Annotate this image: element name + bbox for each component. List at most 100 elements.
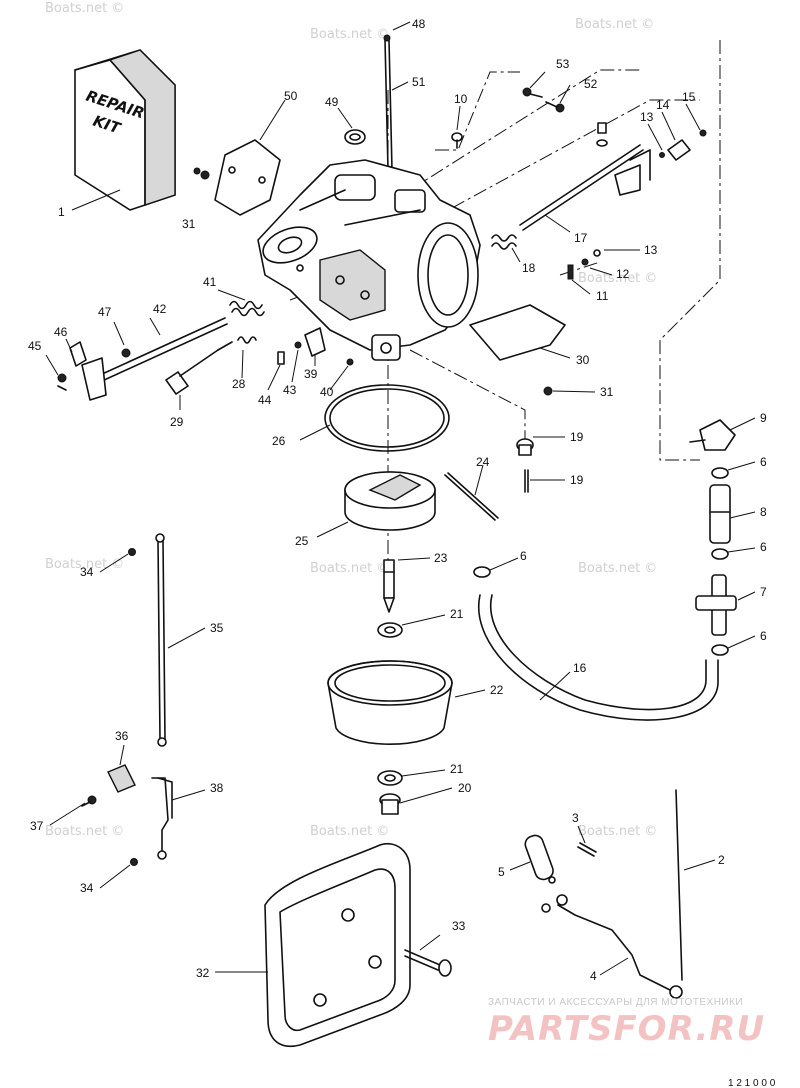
callout-43: 43 — [283, 383, 297, 397]
brand-name: PARTSFOR.RU — [488, 1009, 765, 1049]
part-16-hose — [477, 594, 719, 721]
part-26-gasket — [324, 384, 450, 452]
assembly-line — [409, 69, 640, 191]
callout-42: 42 — [153, 302, 167, 316]
callout-51: 51 — [412, 75, 426, 89]
watermark: Boats.net © — [310, 27, 389, 42]
part-28-spring — [237, 336, 257, 344]
top-screw — [596, 122, 608, 147]
part-31-screw-right — [543, 386, 553, 396]
part-41-spring — [229, 300, 265, 317]
callout-16: 16 — [573, 661, 587, 675]
carburetor-body — [257, 159, 481, 361]
part-31-screw — [193, 167, 210, 180]
callout-38: 38 — [210, 781, 224, 795]
callout-26: 26 — [272, 434, 286, 448]
watermark: Boats.net © — [578, 824, 657, 839]
callout-49: 49 — [325, 95, 339, 109]
callout-6: 6 — [520, 549, 527, 563]
callout-37: 37 — [30, 819, 44, 833]
brand-tagline: ЗАПЧАСТИ И АКСЕССУАРЫ ДЛЯ МОТОТЕХНИКИ — [488, 997, 743, 1008]
callout-53: 53 — [556, 57, 570, 71]
assembly-line — [429, 99, 700, 221]
callout-48: 48 — [412, 17, 426, 31]
callout-28: 28 — [232, 377, 246, 391]
watermark: Boats.net © — [45, 1, 124, 16]
part-7-tee — [695, 574, 737, 636]
callout-8: 8 — [760, 505, 767, 519]
part-10-screw — [451, 132, 463, 149]
part-37-screw — [81, 795, 97, 807]
callout-15: 15 — [682, 90, 696, 104]
part-8-filter — [709, 484, 731, 544]
part-12-washer — [567, 249, 601, 280]
callout-34: 34 — [80, 565, 94, 579]
callout-6: 6 — [760, 629, 767, 643]
part-25-float — [344, 471, 436, 531]
part-33-screw — [404, 949, 452, 977]
part-2-wire — [675, 789, 683, 981]
part-30-plate — [469, 304, 566, 361]
callout-9: 9 — [760, 411, 767, 425]
part-18-spring — [491, 234, 517, 250]
callout-7: 7 — [760, 585, 767, 599]
assembly-line — [559, 261, 601, 276]
part-21-washer — [377, 622, 403, 786]
part-35-rod — [155, 533, 167, 747]
callout-36: 36 — [115, 729, 129, 743]
part-38-bracket — [151, 777, 173, 860]
part-23-needle — [383, 559, 395, 613]
callout-30: 30 — [576, 353, 590, 367]
callout-6: 6 — [760, 455, 767, 469]
part-6-clamp — [473, 467, 729, 656]
callout-32: 32 — [196, 966, 210, 980]
callout-50: 50 — [284, 89, 298, 103]
part-51-pin — [383, 34, 393, 171]
part-20-screw — [379, 793, 401, 815]
part-24-pin — [444, 472, 499, 521]
callout-19: 19 — [570, 473, 584, 487]
callout-47: 47 — [98, 305, 112, 319]
callout-17: 17 — [574, 231, 588, 245]
callout-44: 44 — [258, 393, 272, 407]
callout-11: 11 — [596, 289, 609, 303]
callout-labels: 1 2 3 4 5 6 6 6 6 7 8 9 10 11 12 13 13 1… — [28, 17, 767, 983]
callout-10: 10 — [454, 92, 468, 106]
callout-31: 31 — [600, 385, 614, 399]
callout-24: 24 — [476, 455, 490, 469]
callout-4: 4 — [590, 969, 597, 983]
watermark: Boats.net © — [310, 824, 389, 839]
part-42-rod — [81, 317, 228, 401]
callout-29: 29 — [170, 415, 184, 429]
part-36-block — [107, 764, 136, 793]
part-5-knob — [524, 834, 556, 884]
part-52-screw — [545, 101, 565, 113]
callout-39: 39 — [304, 367, 318, 381]
part-32-cover — [264, 843, 411, 1047]
callout-20: 20 — [458, 781, 472, 795]
callout-22: 22 — [490, 683, 504, 697]
watermark: Boats.net © — [310, 561, 389, 576]
watermark: Boats.net © — [578, 271, 657, 286]
callout-12: 12 — [616, 267, 630, 281]
assembly-line — [435, 71, 520, 151]
watermark: Boats.net © — [45, 824, 124, 839]
callout-31: 31 — [182, 217, 196, 231]
watermark: Boats.net © — [578, 561, 657, 576]
part-49-ring — [344, 129, 366, 145]
repair-kit-box: REPAIR KIT — [74, 49, 176, 211]
callout-33: 33 — [452, 919, 466, 933]
brand-watermark: ЗАПЧАСТИ И АКСЕССУАРЫ ДЛЯ МОТОТЕХНИКИ PA… — [488, 997, 765, 1049]
callout-19: 19 — [570, 430, 584, 444]
part-34-clip — [128, 548, 138, 866]
watermark: Boats.net © — [575, 17, 654, 32]
part-46-screw — [57, 341, 131, 391]
part-22-bowl — [327, 660, 453, 745]
callout-21: 21 — [450, 762, 464, 776]
callout-5: 5 — [498, 865, 505, 879]
part-17-shaft — [519, 144, 651, 231]
part-39-bracket — [277, 327, 354, 366]
callout-23: 23 — [434, 551, 448, 565]
callout-6: 6 — [760, 540, 767, 554]
